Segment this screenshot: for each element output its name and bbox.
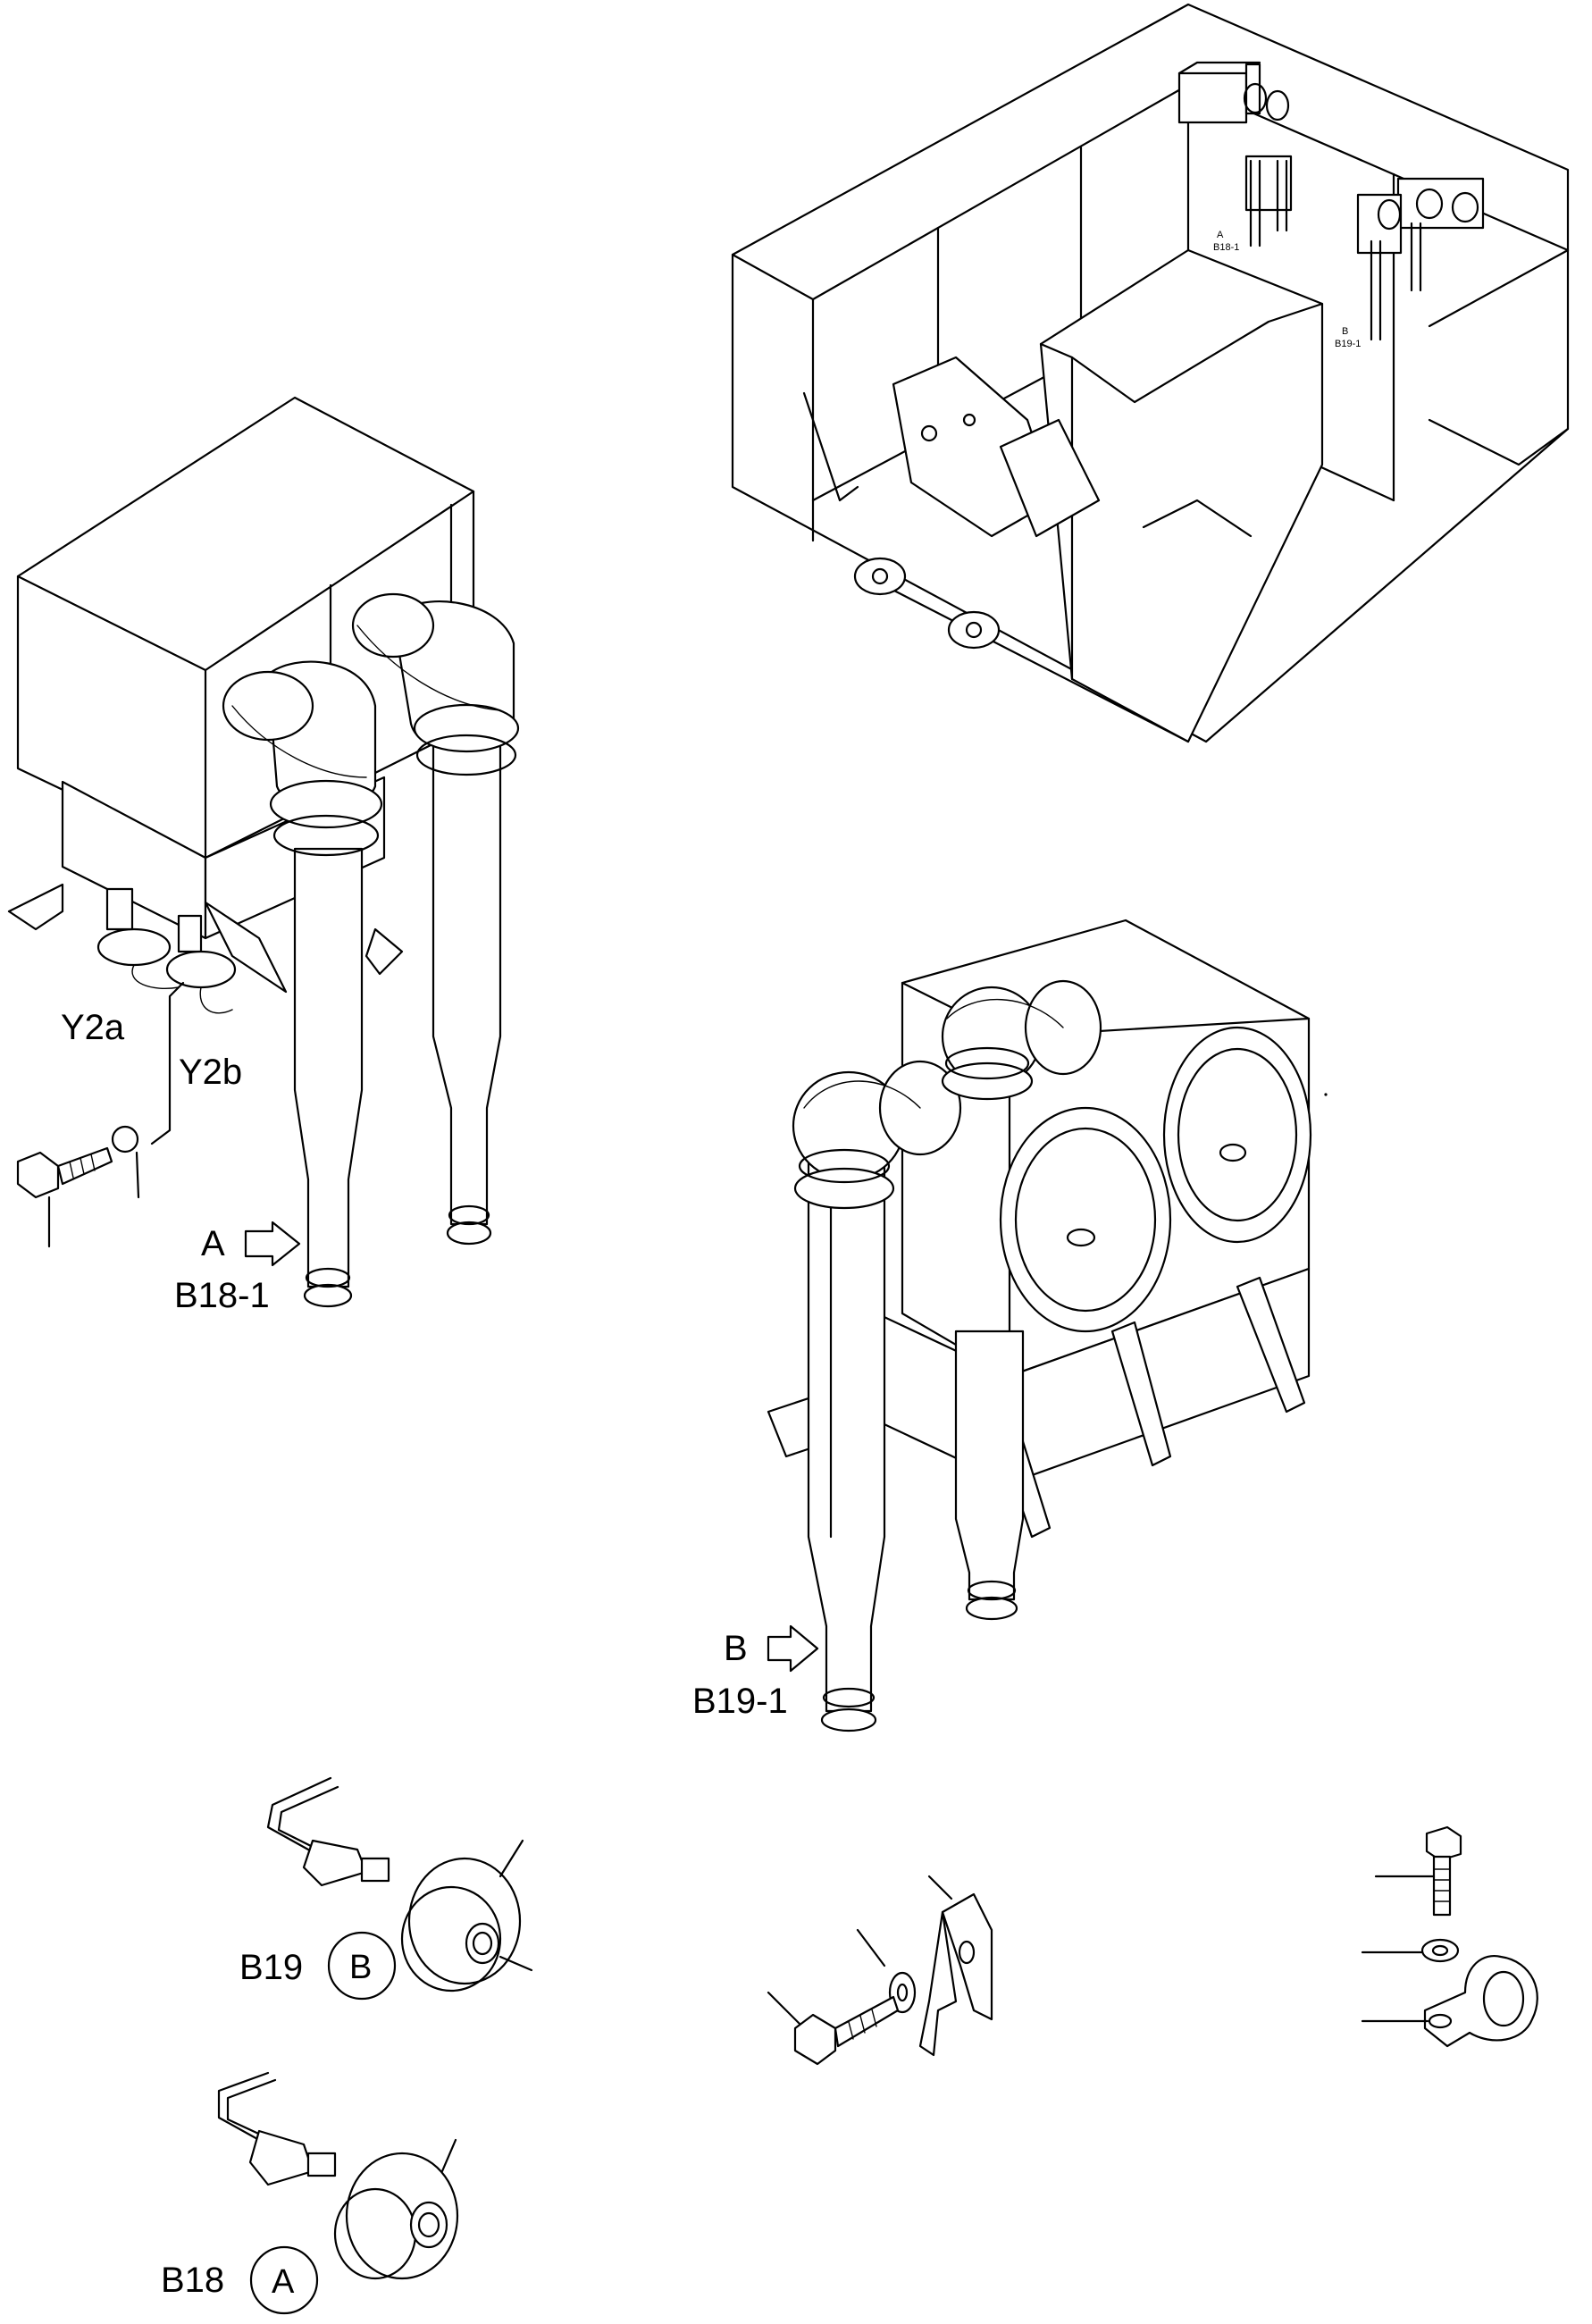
mini-view-a-code: B18-1 [1213,242,1239,253]
label-y2b: Y2b [179,1053,242,1092]
filter-assembly-a: Y2a Y2b A B18-1 [7,396,520,1315]
mini-view-b-letter: B [1342,326,1348,337]
mini-view-a-letter: A [1217,230,1224,240]
view-a-letter: A [201,1224,225,1263]
view-b-code: B19-1 [692,1682,788,1721]
filter-assembly-b: B B19-1 [692,919,1312,1733]
view-a-code: B18-1 [174,1276,270,1315]
clamp-bolt-detail [1361,1825,1538,2048]
callout-circle-b [327,1931,397,2001]
switch-detail-b19: B19 B [239,1776,533,2001]
switch-detail-b18: B18 A [161,2071,459,2315]
mini-view-b-code: B19-1 [1335,339,1361,349]
bolt-bracket-detail [767,1875,993,2066]
view-a-arrow-icon [244,1221,301,1267]
view-b-arrow-icon [767,1624,819,1673]
label-b19-circle: B [349,1949,372,1986]
label-y2a: Y2a [61,1008,125,1047]
frame-overview: A B18-1 B B19-1 [731,3,1570,743]
label-b18-circle: A [272,2263,295,2301]
label-b18: B18 [161,2261,224,2300]
stray-mark [1324,1093,1328,1096]
view-b-letter: B [724,1629,748,1668]
label-b19: B19 [239,1948,303,1987]
callout-circle-a [249,2245,319,2315]
